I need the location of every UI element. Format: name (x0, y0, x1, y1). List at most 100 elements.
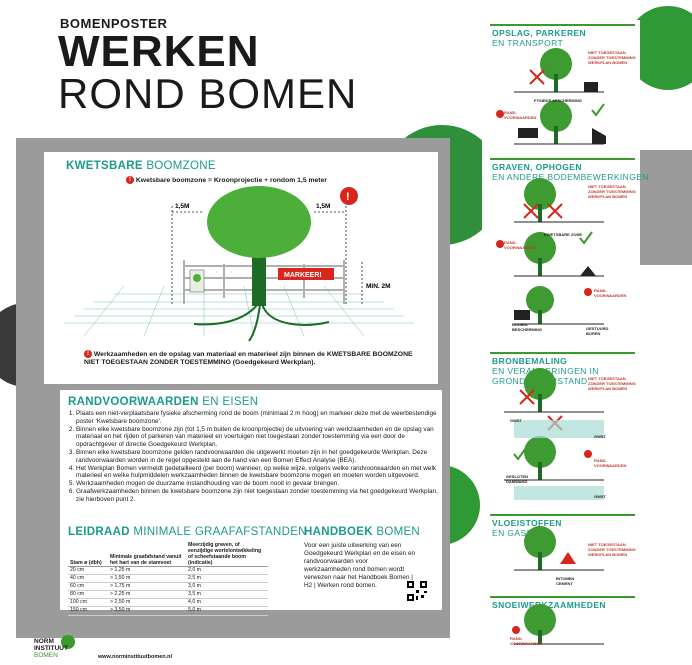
right-grey-strip (640, 150, 692, 265)
shed-icon (584, 82, 598, 92)
list-item: Graafwerkzaamheden binnen de kwetsbare b… (76, 488, 446, 504)
water-table (514, 420, 604, 438)
warning-icon (496, 110, 504, 118)
pile-icon (580, 266, 596, 276)
table-header: Minimale graafafstand vanuit het hart va… (108, 542, 186, 567)
list-item: Binnen elke kwetsbare boomzone gelden ra… (76, 449, 446, 465)
warning-icon (584, 450, 592, 458)
rules-panel: RANDVOORWAARDEN EN EISEN Plaats een niet… (60, 390, 442, 616)
gesloten-label: GESLOTEN DAMWAND (506, 474, 529, 484)
cross-icon (529, 69, 545, 85)
markeer-badge-bg (278, 268, 334, 280)
list-item: Het Werkplan Bomen vermeldt gedetailleer… (76, 465, 446, 481)
water-table (514, 486, 604, 500)
markeer-label: MARKEER! (284, 272, 322, 279)
tree-icon (524, 604, 556, 636)
footer-url: www.norminstituutbomen.nl (98, 654, 173, 660)
randvoorwaarden-label: RAND-VOORWAARDEN (594, 288, 627, 298)
kwetsbare-label: KWETSBARE ZONE (544, 232, 582, 237)
warning-icon (584, 288, 592, 296)
root-grid (64, 285, 414, 337)
bodem-label: BODEM-BESCHERMING (512, 322, 543, 332)
section-rule (490, 514, 635, 516)
section-rule (490, 596, 635, 598)
check-icon (591, 103, 605, 117)
excavator-icon (514, 310, 530, 320)
list-item: Binnen elke kwetsbare boomzone zijn (tot… (76, 426, 446, 449)
warning-icon (496, 240, 504, 248)
alert-icon (340, 187, 358, 205)
not-allowed-label: NIET TOEGESTAAN ZONDER TOESTEMMING WERKP… (588, 542, 636, 557)
dim-right: 1,5M (316, 203, 330, 210)
hazard-icon (560, 552, 576, 564)
zone-illustration: 1,5M 1,5M MIN. 2M ! MARKEER! (64, 186, 414, 342)
fysieke-label: FYSIEKE AFSCHERMING (534, 98, 582, 103)
table-header-row: Stam ø (dbh) Minimale graafafstand vanui… (68, 542, 268, 567)
table-header: Stam ø (dbh) (68, 542, 108, 567)
randvoorwaarden-label: RAND-VOORWAARDEN (594, 458, 627, 468)
section-rule (490, 24, 635, 26)
tree-trunk (252, 246, 266, 306)
side-section-title: SNOEIWERKZAAMHEDEN (492, 600, 606, 610)
side-illustrations (496, 48, 606, 645)
tree-icon (526, 286, 554, 314)
gestuurd-label: GESTUURD BOREN (586, 326, 609, 336)
handboek-text: Voor een juiste uitwerking van een Goedg… (304, 542, 416, 589)
logo-icon (61, 635, 75, 649)
not-allowed-label: NIET TOEGESTAAN ZONDER TOESTEMMING WERKP… (588, 50, 636, 65)
cross-icon (523, 203, 539, 219)
svg-text:!: ! (346, 191, 350, 203)
dimension-lines (171, 206, 363, 306)
poster-kicker: BOMENPOSTER (60, 16, 168, 31)
list-item: Werkzaamheden mogen de duurzame instandh… (76, 480, 446, 488)
rules-panel-title: RANDVOORWAARDEN EN EISEN (68, 396, 259, 408)
randvoorwaarden-label: RAND-VOORWAARDEN (504, 240, 537, 250)
gwst-label: GWST (594, 434, 606, 439)
deco-circle-top-right (626, 6, 692, 90)
poster-title-line1: WERKEN (58, 27, 260, 76)
zone-formula: ! Kwetsbare boomzone = Kroonprojectie + … (126, 176, 327, 184)
check-icon (513, 447, 527, 461)
zone-warning: ! Werkzaamheden en de opslag van materia… (84, 350, 413, 367)
table-header: Meerzijdig graven, of eenzijdige wortelo… (186, 542, 268, 567)
qr-code-icon (406, 580, 428, 602)
tree-icon (540, 100, 572, 132)
tree-icon (524, 526, 556, 558)
zone-panel: KWETSBARE BOOMZONE ! Kwetsbare boomzone … (44, 152, 438, 384)
dim-left: 1,5M (175, 203, 189, 210)
tree-icon (540, 48, 572, 80)
warning-icon (512, 626, 520, 634)
rules-list: Plaats een niet-verplaatsbare fysieke af… (62, 410, 446, 504)
section-rule (490, 158, 635, 160)
bitumen-label: BITUMEN CEMENT (556, 576, 575, 586)
cross-icon (519, 389, 535, 405)
tree-icon (524, 436, 556, 468)
tree-crown (207, 186, 311, 258)
not-allowed-label: NIET TOEGESTAAN ZONDER TOESTEMMING WERKP… (588, 376, 636, 391)
randvoorwaarden-label: RAND-VOORWAARDEN (510, 636, 543, 646)
poster-title-line2: ROND BOMEN (58, 70, 358, 117)
shed-icon (592, 128, 606, 144)
warning-icon: ! (84, 350, 92, 358)
dim-height: MIN. 2M (366, 283, 391, 290)
randvoorwaarden-label: RAND-VOORWAARDEN (504, 110, 537, 120)
gwst-label: GWST (510, 418, 522, 423)
check-icon (579, 231, 593, 245)
warning-icon: ! (126, 176, 134, 184)
zone-panel-title: KWETSBARE BOOMZONE (66, 160, 216, 172)
gwst-label: GWST (594, 494, 606, 499)
leidraad-title: LEIDRAAD MINIMALE GRAAFAFSTANDEN (68, 526, 307, 538)
tree-roots (193, 303, 330, 342)
handboek-title: HANDBOEK BOMEN (304, 526, 421, 538)
section-rule (490, 352, 635, 354)
tree-icon (524, 178, 556, 210)
list-item: Plaats een niet-verplaatsbare fysieke af… (76, 410, 446, 426)
